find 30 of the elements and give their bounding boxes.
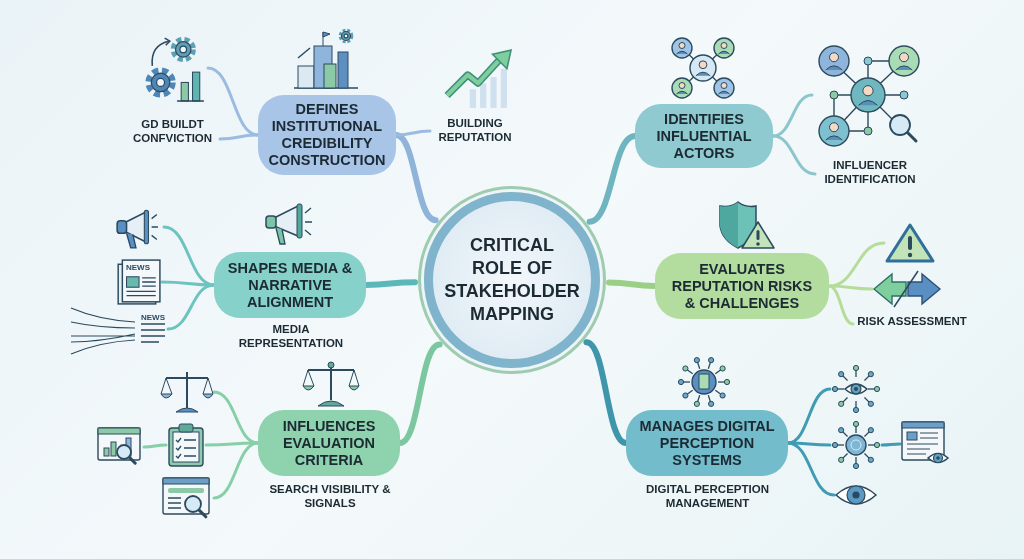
connector-line xyxy=(771,134,817,176)
connector-line xyxy=(771,93,814,138)
connector-line xyxy=(212,390,260,445)
branch-box: IDENTIFIES INFLUENTIAL ACTORS xyxy=(635,104,773,168)
headline-text: NEWS xyxy=(126,263,150,272)
branch-box: DEFINES INSTITUTIONAL CREDIBILITY CONSTRUCTION xyxy=(258,95,396,175)
connector-line xyxy=(786,441,836,497)
caption-text: SEARCH VISIBILITY & SIGNALS xyxy=(268,482,392,510)
branch-box: MANAGES DIGITAL PERCEPTION SYSTEMS xyxy=(626,410,788,476)
caption-text: DIGITAL PERCEPTION MANAGEMENT xyxy=(645,482,770,510)
connector-line xyxy=(880,442,902,447)
connector-line xyxy=(212,441,260,500)
caption-text: RISK ASSESSMENT xyxy=(853,314,971,334)
caption-text: GD BUILDT CONFVICTION xyxy=(125,117,220,161)
connector-line xyxy=(206,66,260,137)
branch-box: INFLUENCES EVALUATION CRITERIA xyxy=(258,410,400,476)
headline-text: NEWS xyxy=(141,313,165,322)
connector-line xyxy=(827,284,855,326)
branch-box: SHAPES MEDIA & NARRATIVE ALIGNMENT xyxy=(214,252,366,318)
connector-line xyxy=(218,133,260,141)
connector-line xyxy=(166,283,216,331)
connector-line xyxy=(827,241,886,288)
branch-box: EVALUATES REPUTATION RISKS & CHALLENGES xyxy=(655,253,829,319)
caption-text: INFLUENCER IDENTIFICATION xyxy=(815,158,925,190)
connector-line xyxy=(394,129,432,137)
connector-line xyxy=(160,280,216,287)
connector-line xyxy=(142,443,168,449)
connector-line xyxy=(786,387,832,445)
caption-text: MEDIA REPRESENTATION xyxy=(237,322,345,350)
caption-text: BUILDING REPUTATION xyxy=(430,116,520,146)
